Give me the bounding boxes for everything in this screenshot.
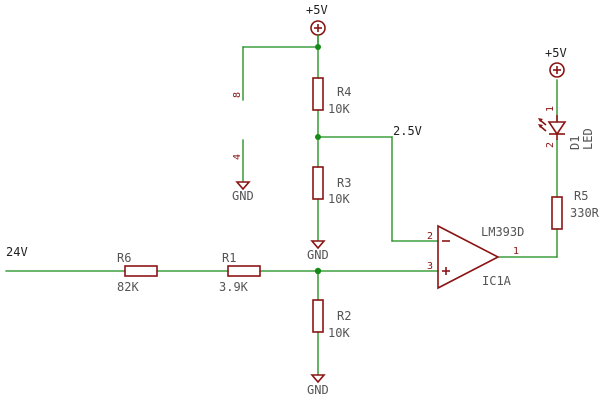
r3-value: 10K	[328, 192, 350, 206]
r5-name: R5	[574, 189, 588, 203]
junctions	[314, 44, 322, 275]
ic-pin-gnd: 4	[232, 154, 243, 160]
junction-reference	[315, 134, 321, 140]
comparator-ic1a: 2 3 1 LM393D IC1A	[427, 224, 524, 290]
d1-value: LED	[581, 128, 595, 150]
ic-pin-inv: 2	[427, 231, 433, 242]
r1-name: R1	[222, 251, 236, 265]
r1-value: 3.9K	[219, 280, 249, 294]
d1-pin2: 2	[545, 142, 556, 148]
ground-r2-label: GND	[307, 383, 329, 397]
resistor-r5: R5 330R	[551, 189, 600, 230]
junction-input-node	[314, 267, 322, 275]
d1-name: D1	[568, 136, 582, 150]
net-reference-label: 2.5V	[393, 124, 422, 138]
ic-power-pins: 8 4	[232, 92, 243, 160]
ground-r2: GND	[307, 374, 329, 397]
resistor-r6: R6 82K	[117, 251, 158, 294]
led-d1: 1 2 D1 LED	[538, 106, 595, 150]
ic-pin-noninv: 3	[427, 261, 433, 272]
ground-ic: GND	[232, 181, 254, 203]
ic-pin-out: 1	[513, 246, 519, 257]
r4-value: 10K	[328, 102, 350, 116]
supply-top-label: +5V	[306, 3, 328, 17]
r2-value: 10K	[328, 326, 350, 340]
ic-pin-vcc: 8	[232, 92, 243, 98]
net-input-label: 24V	[6, 245, 28, 259]
ground-r3: GND	[307, 240, 329, 262]
resistor-r2: R2 10K	[312, 299, 351, 340]
r6-name: R6	[117, 251, 131, 265]
supply-led-label: +5V	[545, 46, 567, 60]
r4-name: R4	[337, 85, 351, 99]
r3-name: R3	[337, 176, 351, 190]
wires	[5, 35, 558, 375]
resistor-r3: R3 10K	[312, 166, 351, 206]
d1-pin1: 1	[545, 106, 556, 112]
supply-led: +5V	[545, 46, 567, 78]
r6-value: 82K	[117, 280, 139, 294]
ground-ic-label: GND	[232, 189, 254, 203]
ic-part-number: LM393D	[481, 225, 524, 239]
supply-top: +5V	[306, 3, 328, 48]
resistor-r4: R4 10K	[312, 77, 351, 116]
ground-r3-label: GND	[307, 248, 329, 262]
r5-value: 330R	[570, 206, 600, 220]
resistor-r1: R1 3.9K	[219, 251, 261, 294]
ic-name: IC1A	[482, 274, 512, 288]
r2-name: R2	[337, 309, 351, 323]
